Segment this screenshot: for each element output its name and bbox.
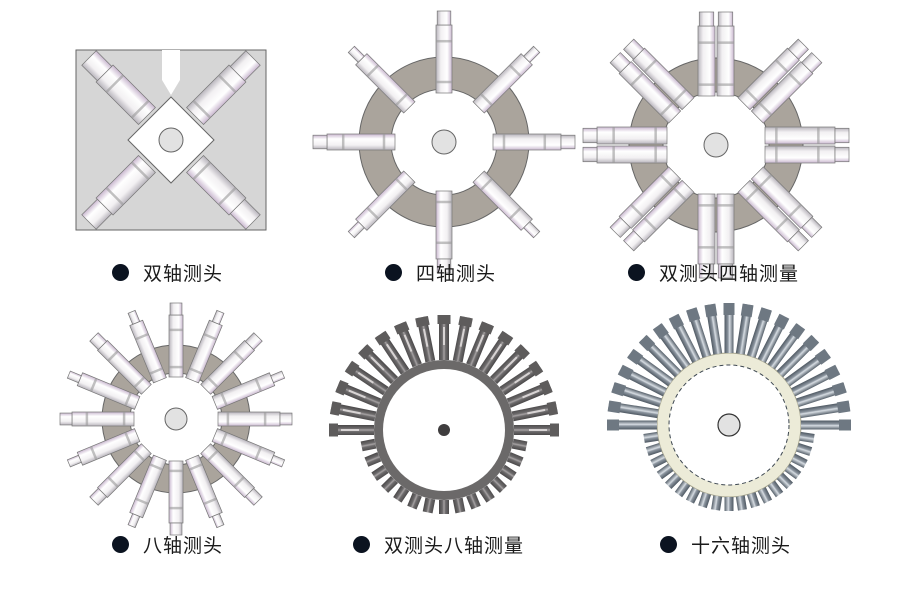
caption-sixteen-axis: 十六轴测头 <box>660 531 791 558</box>
caption-text: 四轴测头 <box>416 263 497 285</box>
caption-dual-eight-axis: 双测头八轴测量 <box>353 531 524 558</box>
caption-four-axis: 四轴测头 <box>385 259 496 286</box>
bullet-icon <box>660 536 677 553</box>
caption-two-axis: 双轴测头 <box>112 259 223 286</box>
caption-text: 双测头四轴测量 <box>659 263 800 285</box>
bullet-icon <box>385 264 402 281</box>
caption-text: 八轴测头 <box>143 535 224 557</box>
caption-text: 双测头八轴测量 <box>384 535 525 557</box>
bullet-icon <box>628 264 645 281</box>
caption-text: 十六轴测头 <box>691 535 792 557</box>
caption-eight-axis: 八轴测头 <box>112 531 223 558</box>
bullet-icon <box>353 536 370 553</box>
caption-dual-four-axis: 双测头四轴测量 <box>628 259 799 286</box>
bullet-icon <box>112 264 129 281</box>
bullet-icon <box>112 536 129 553</box>
caption-text: 双轴测头 <box>143 263 224 285</box>
